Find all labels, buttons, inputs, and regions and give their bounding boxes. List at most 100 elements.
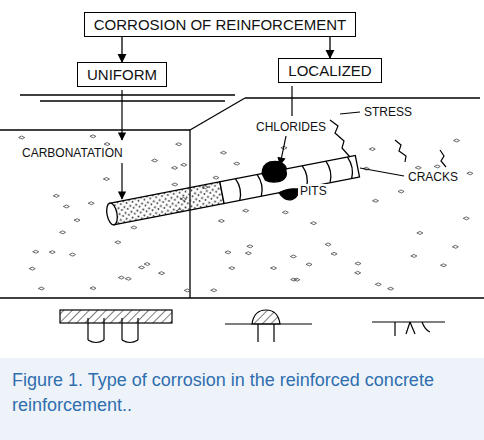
aggregate-stone xyxy=(369,148,375,151)
figure-caption: Figure 1. Type of corrosion in the reinf… xyxy=(12,368,474,418)
aggregate-stone xyxy=(69,253,75,256)
damage-label: CRACKS xyxy=(406,170,460,184)
cause-label: CHLORIDES xyxy=(254,120,328,134)
bar-body xyxy=(220,155,360,203)
aggregate-stone xyxy=(181,163,187,166)
aggregate-stone xyxy=(310,222,316,225)
block-edge xyxy=(0,297,484,298)
aggregate-stone xyxy=(220,151,226,154)
box-label: CORROSION OF REINFORCEMENT xyxy=(94,16,347,33)
aggregate-stone xyxy=(49,251,55,254)
leader-line xyxy=(121,90,122,140)
aggregate-stone xyxy=(184,289,190,292)
leader-line xyxy=(290,190,296,192)
bar-end xyxy=(105,202,119,226)
aggregate-stone xyxy=(452,245,458,248)
cause-label: STRESS xyxy=(362,105,414,119)
aggregate-stone xyxy=(29,267,35,270)
aggregate-stone xyxy=(33,250,39,253)
aggregate-stone xyxy=(144,263,150,266)
leader-line xyxy=(121,163,122,199)
aggregate-stone xyxy=(463,217,469,220)
aggregate-stone xyxy=(355,262,361,265)
aggregate-stone xyxy=(225,251,231,254)
uniform-sketch xyxy=(60,310,172,343)
aggregate-stone xyxy=(434,165,440,168)
aggregate-stone xyxy=(282,211,288,214)
surface-line xyxy=(20,94,235,95)
aggregate-stone xyxy=(152,159,158,162)
aggregate-texture xyxy=(19,135,473,292)
aggregate-stone xyxy=(172,183,178,186)
aggregate-stone xyxy=(331,252,337,255)
crack-sketch xyxy=(372,322,445,336)
cracks xyxy=(330,120,446,167)
aggregate-stone xyxy=(125,277,131,280)
aggregate-stone xyxy=(290,255,296,258)
aggregate-stone xyxy=(247,245,253,248)
aggregate-stone xyxy=(373,199,379,202)
aggregate-stone xyxy=(19,136,25,139)
aggregate-stone xyxy=(211,289,217,292)
aggregate-stone xyxy=(172,166,178,169)
block-edge xyxy=(189,130,190,298)
aggregate-stone xyxy=(325,243,331,246)
aggregate-stone xyxy=(467,172,473,175)
category-box: UNIFORM xyxy=(77,62,167,87)
aggregate-stone xyxy=(440,264,446,267)
aggregate-stone xyxy=(271,267,277,270)
aggregate-stone xyxy=(417,231,423,234)
aggregate-stone xyxy=(158,272,164,275)
branch-arrow xyxy=(329,37,330,58)
aggregate-stone xyxy=(176,143,182,146)
aggregate-stone xyxy=(74,219,80,222)
aggregate-stone xyxy=(213,176,219,179)
localized-sketch xyxy=(225,310,312,342)
aggregate-stone xyxy=(131,226,137,229)
rebar xyxy=(103,146,361,235)
surface-line xyxy=(40,100,225,101)
block-edge xyxy=(190,98,245,130)
leader-line xyxy=(280,136,286,165)
aggregate-stone xyxy=(388,287,394,290)
aggregate-stone xyxy=(306,263,312,266)
leader-line xyxy=(340,112,360,114)
aggregate-stone xyxy=(411,254,417,257)
aggregate-stone xyxy=(229,267,235,270)
leader-line xyxy=(291,86,292,116)
corroded-zone xyxy=(110,182,224,225)
pit xyxy=(279,188,300,202)
aggregate-stone xyxy=(415,166,421,169)
aggregate-stone xyxy=(138,266,144,269)
box-label: UNIFORM xyxy=(87,66,157,83)
block-edge xyxy=(245,97,480,98)
leader-line xyxy=(360,168,404,176)
aggregate-stone xyxy=(103,177,109,180)
aggregate-stone xyxy=(60,231,66,234)
category-box: LOCALIZED xyxy=(278,58,381,83)
aggregate-stone xyxy=(88,202,94,205)
box-label: LOCALIZED xyxy=(288,62,371,79)
cause-label: CARBONATATION xyxy=(20,146,125,160)
aggregate-stone xyxy=(355,271,361,274)
aggregate-stone xyxy=(234,162,240,165)
aggregate-stone xyxy=(90,287,96,290)
aggregate-stone xyxy=(90,135,96,138)
aggregate-stone xyxy=(53,194,59,197)
aggregate-stone xyxy=(398,190,404,193)
damage-label: PITS xyxy=(298,184,329,198)
root-box: CORROSION OF REINFORCEMENT xyxy=(84,12,357,37)
branch-arrow xyxy=(121,37,122,62)
aggregate-stone xyxy=(63,205,69,208)
block-edge xyxy=(0,129,190,130)
aggregate-stone xyxy=(375,283,381,286)
aggregate-stone xyxy=(118,276,124,279)
aggregate-stone xyxy=(245,252,251,255)
aggregate-stone xyxy=(454,139,460,142)
chloride-attack xyxy=(260,159,288,184)
aggregate-stone xyxy=(218,219,224,222)
aggregate-stone xyxy=(115,241,121,244)
aggregate-stone xyxy=(291,278,297,281)
aggregate-stone xyxy=(38,287,44,290)
